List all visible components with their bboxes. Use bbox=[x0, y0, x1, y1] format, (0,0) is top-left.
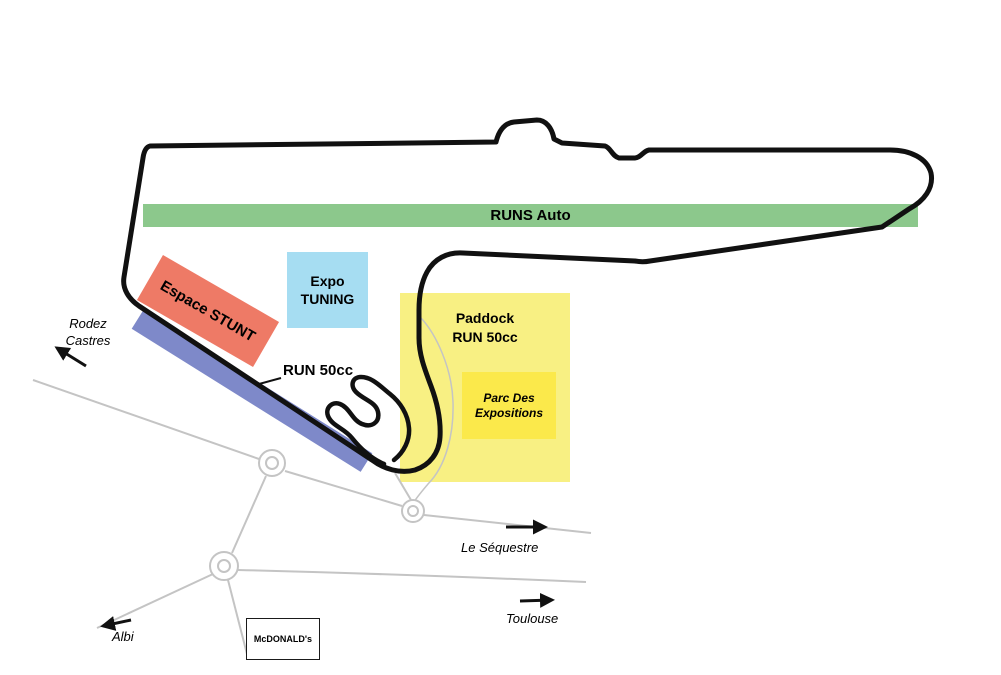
toulouse-arrow-icon bbox=[519, 592, 555, 608]
run50-label-connector bbox=[258, 377, 282, 385]
roundabouts bbox=[209, 449, 425, 581]
roundabout-1-outer bbox=[258, 449, 286, 477]
road-mcdonalds bbox=[227, 579, 249, 659]
mcdonalds-label: McDONALD's bbox=[253, 634, 313, 644]
expo-tuning-zone: Expo TUNING bbox=[287, 252, 368, 328]
direction-rodez-castres: Rodez Castres bbox=[56, 315, 120, 349]
roundabout-3-inner bbox=[217, 559, 231, 573]
roundabout-1-inner bbox=[265, 456, 279, 470]
direction-albi: Albi bbox=[112, 629, 134, 644]
road-link-south bbox=[231, 475, 267, 554]
roundabout-2-outer bbox=[401, 499, 425, 523]
runs-auto-zone: RUNS Auto bbox=[143, 204, 918, 227]
mcdonalds-box: McDONALD's bbox=[246, 618, 320, 660]
rodez-castres-arrow-icon bbox=[54, 346, 87, 368]
road-le-sequestre bbox=[423, 514, 592, 534]
roundabout-2-inner bbox=[407, 505, 419, 517]
runs-auto-label: RUNS Auto bbox=[490, 207, 571, 224]
direction-le-sequestre: Le Séquestre bbox=[461, 540, 539, 555]
road-northwest bbox=[32, 379, 260, 460]
rodez-label: Rodez bbox=[69, 316, 107, 331]
road-albi bbox=[96, 573, 214, 629]
albi-arrow-icon bbox=[100, 616, 132, 631]
run50-track-label: RUN 50cc bbox=[283, 362, 354, 379]
direction-toulouse: Toulouse bbox=[506, 611, 559, 626]
roundabout-3-outer bbox=[209, 551, 239, 581]
parc-label-line1: Parc Des bbox=[483, 390, 535, 405]
parc-expositions-zone: Parc Des Expositions bbox=[462, 372, 556, 439]
road-toulouse bbox=[237, 569, 587, 583]
paddock-label-line1: Paddock bbox=[455, 310, 515, 326]
paddock-label-line2: RUN 50cc bbox=[452, 329, 518, 345]
expo-tuning-label-line1: Expo bbox=[310, 273, 345, 289]
road-between-roundabouts bbox=[284, 470, 403, 507]
parc-label-line2: Expositions bbox=[474, 405, 543, 420]
expo-tuning-label-line2: TUNING bbox=[300, 291, 355, 307]
paddock-run50-label: Paddock RUN 50cc bbox=[400, 309, 570, 347]
castres-label: Castres bbox=[65, 333, 111, 348]
